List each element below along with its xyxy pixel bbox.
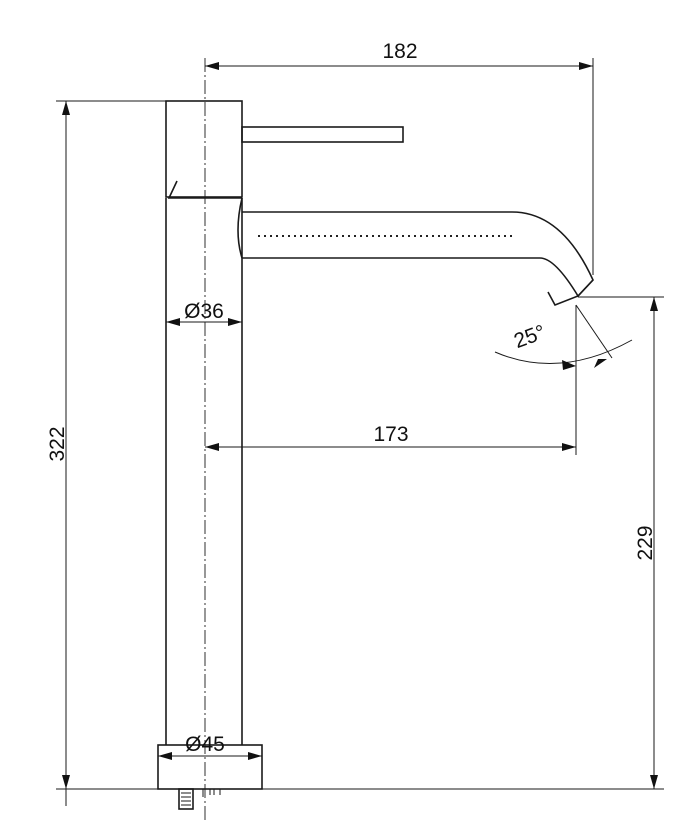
dimension-angle-25: 25° <box>494 304 633 370</box>
dimension-label-229: 229 <box>634 525 657 560</box>
dimension-label-diameter-36: Ø36 <box>184 300 224 323</box>
threaded-stud <box>178 788 194 810</box>
dimension-diameter-36: Ø36 <box>166 300 242 326</box>
dimension-label-25-degrees: 25° <box>511 321 549 353</box>
dimension-diameter-45: Ø45 <box>158 733 262 760</box>
handle-lever <box>241 126 404 143</box>
dimension-label-diameter-45: Ø45 <box>185 733 225 756</box>
handle-housing <box>165 100 243 198</box>
body-column <box>165 198 243 745</box>
spout-tube <box>242 211 594 298</box>
dimension-229: 229 <box>262 296 664 790</box>
dimension-label-173: 173 <box>373 423 408 446</box>
dimension-182: 182 <box>205 40 594 275</box>
dimension-label-182: 182 <box>382 40 417 63</box>
stud-thread <box>181 792 191 806</box>
faucet-outline <box>157 100 594 810</box>
dimension-173: 173 <box>205 305 577 455</box>
dimension-label-322: 322 <box>46 426 69 461</box>
spout-outlet <box>547 279 594 307</box>
fitting-marks <box>202 789 221 797</box>
cartridge-taper <box>167 180 242 199</box>
spout-collar <box>237 197 243 259</box>
dimension-322: 322 <box>46 100 166 806</box>
